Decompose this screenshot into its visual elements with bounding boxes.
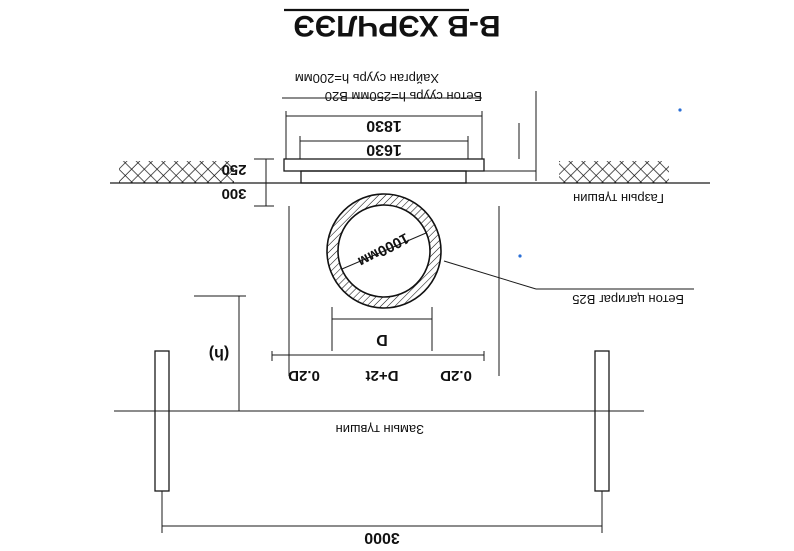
dim-text-1830: 1830 [366, 117, 402, 134]
dim-text-trench: D+2t [366, 367, 399, 384]
drawing-title: В-В ХЭРЧЛЭЭ [293, 9, 500, 42]
blue-dot-2 [678, 108, 682, 112]
post-left [594, 350, 610, 492]
rotated-drawing-group: В-В ХЭРЧЛЭЭ Хайрган суурь h=200мм Бетон … [110, 8, 710, 546]
concrete-slab [283, 158, 485, 172]
dim-text-300: 300 [221, 185, 246, 202]
label-ground-level: Газрын түвшин [573, 191, 664, 206]
collar-leader [443, 260, 537, 290]
dim-text-side-right: 0.2D [288, 367, 320, 384]
dim-text-side-left: 0.2D [440, 367, 472, 384]
concrete-cap [300, 170, 467, 184]
dim-text-d: D [376, 331, 388, 348]
dim-text-depth: (h) [209, 345, 229, 362]
label-road-level: Замын түвшин [336, 422, 424, 437]
soil-crosshatch-right [119, 161, 234, 183]
dim-text-1630: 1630 [366, 141, 402, 158]
pipe-diameter-line [341, 232, 427, 270]
dim-text-3000: 3000 [364, 529, 400, 546]
post-right [154, 350, 170, 492]
label-concrete-base: Бетон суурь h=250мм B20 [325, 89, 482, 104]
blue-dot-1 [518, 254, 522, 258]
label-concrete-collar: Бетон цагираг B25 [572, 292, 684, 307]
soil-crosshatch-left [559, 161, 669, 183]
label-top-layer: Хайрган суурь h=200мм [295, 71, 439, 86]
